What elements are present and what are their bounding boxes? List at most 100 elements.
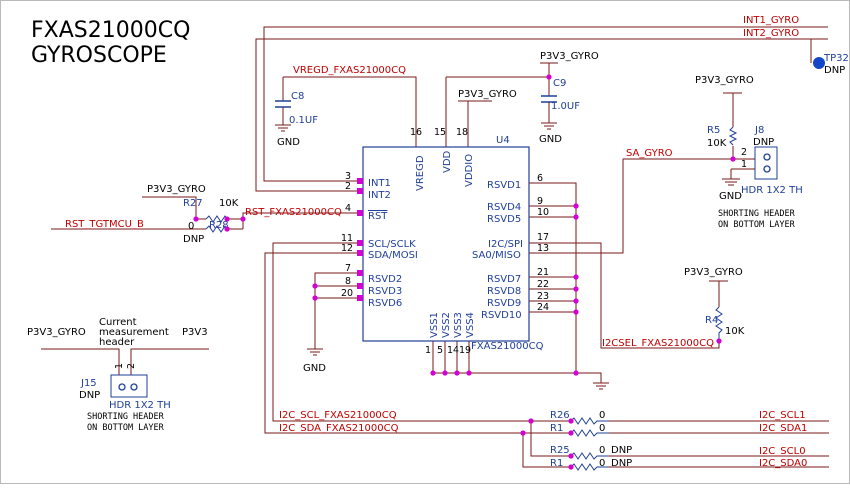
- pin-name: VSS4: [465, 312, 476, 338]
- power-p3v3-vddio: P3V3_GYRO: [458, 89, 517, 100]
- pin-num: 20: [341, 288, 353, 299]
- j8-pin1: 1: [741, 159, 747, 170]
- net-label-scl1: I2C_SCL1: [759, 410, 806, 421]
- resistor-r4[interactable]: R4 10K: [705, 306, 745, 341]
- current-note-line1: Current: [99, 317, 137, 328]
- pin-name: RSVD8: [487, 286, 521, 297]
- pin-name: RSVD4: [487, 202, 521, 213]
- pin-num: 14: [447, 345, 459, 356]
- pin-num: 22: [537, 279, 549, 290]
- c8-value: 0.1UF: [289, 115, 318, 126]
- pin-num: 24: [537, 302, 549, 313]
- r28-dnp: DNP: [183, 234, 204, 245]
- pin-num: 7: [345, 263, 351, 274]
- net-label-int2: INT2_GYRO: [743, 28, 799, 39]
- pin-num: 21: [537, 267, 549, 278]
- resistor-r28[interactable]: R28 0 DNP: [183, 220, 229, 245]
- r27-value: 10K: [219, 198, 239, 209]
- j15-type: HDR 1X2 TH: [109, 400, 171, 411]
- current-note-line2: measurement: [99, 327, 169, 338]
- power-p3v3-j15: P3V3_GYRO: [27, 327, 86, 338]
- header-j8[interactable]: 2 1 J8 DNP HDR 1X2 TH: [741, 125, 803, 196]
- gnd-label-j8: GND: [719, 191, 742, 202]
- pin-name: INT2: [368, 190, 391, 201]
- resistor-r27[interactable]: R27 10K: [183, 198, 239, 223]
- junction-dots: [193, 74, 736, 470]
- c9-ref: C9: [553, 78, 566, 89]
- net-label-sa: SA_GYRO: [626, 148, 673, 159]
- pin-num: 10: [537, 207, 549, 218]
- ic-top-pins: 16 VREGD 15 VDD 18 VDDIO: [410, 127, 475, 191]
- pin-num: 19: [459, 345, 471, 356]
- r25-dnp: DNP: [611, 445, 632, 456]
- pin-name: RSVD10: [481, 310, 522, 321]
- resistor-leads: [549, 420, 571, 468]
- r5-value: 10K: [707, 138, 727, 149]
- ic-part: FXAS21000CQ: [471, 341, 544, 352]
- r27-ref: R27: [183, 198, 203, 209]
- j15-pin2: 2: [126, 363, 137, 369]
- pin-name: VSS2: [441, 312, 452, 338]
- ic-ref: U4: [496, 135, 510, 146]
- j8-dnp: DNP: [753, 137, 774, 148]
- pin-name: RSVD1: [487, 180, 521, 191]
- net-label-sda1: I2C_SDA1: [759, 423, 807, 434]
- resistor-r1b[interactable]: R1 0 DNP: [550, 458, 632, 471]
- resistor-r26[interactable]: R26 0: [550, 410, 609, 425]
- r1a-value: 0: [599, 423, 605, 434]
- tp32-dnp: DNP: [824, 65, 845, 76]
- net-label-rst-mcu: RST_TGTMCU_B: [65, 219, 144, 230]
- net-label-int1: INT1_GYRO: [743, 15, 799, 26]
- wires: [51, 26, 829, 468]
- r25-value: 0: [599, 445, 605, 456]
- capacitor-c8[interactable]: C8 0.1UF: [275, 91, 318, 126]
- pin-name: SA0/MISO: [472, 250, 521, 261]
- net-label-sda0: I2C_SDA0: [759, 458, 807, 469]
- pin-name: RSVD7: [487, 274, 521, 285]
- pin-num: 23: [537, 291, 549, 302]
- power-p3v3-r27: P3V3_GYRO: [147, 184, 206, 195]
- pin-name: RSVD2: [368, 274, 402, 285]
- pin-num: 13: [537, 243, 549, 254]
- header-j15[interactable]: 1 2 J15 DNP HDR 1X2 TH: [79, 363, 171, 411]
- resistor-r1a[interactable]: R1 0: [550, 423, 609, 437]
- pin-num: 1: [425, 345, 431, 356]
- gnd-label-c8: GND: [277, 137, 300, 148]
- r28-ref: R28: [209, 220, 229, 231]
- pin-num: 5: [437, 345, 443, 356]
- testpoint-tp32[interactable]: TP32 DNP: [813, 53, 849, 76]
- pin-name: SDA/MOSI: [368, 250, 418, 261]
- j15-ref: J15: [80, 378, 97, 389]
- gnd-label-rsvd: GND: [303, 363, 326, 374]
- pin-num: 12: [341, 243, 353, 254]
- j8-pin2: 2: [741, 147, 747, 158]
- pin-name: VDD: [442, 150, 453, 173]
- net-label-scl: I2C_SCL_FXAS21000CQ: [279, 410, 397, 421]
- c8-ref: C8: [291, 91, 304, 102]
- j15-note-line2: ON BOTTOM LAYER: [87, 423, 165, 433]
- power-symbols: [41, 62, 742, 350]
- pin-name: VSS3: [453, 312, 464, 338]
- pin-name: SCL/SCLK: [368, 239, 416, 250]
- ic-u4[interactable]: U4 FXAS21000CQ 3 INT1 2 INT2 4 RST 11 SC…: [341, 127, 549, 356]
- pin-num: 6: [537, 173, 543, 184]
- capacitor-c9[interactable]: C9 1.0UF: [541, 78, 580, 112]
- net-label-vregd: VREGD_FXAS21000CQ: [293, 65, 406, 76]
- j15-pin1: 1: [114, 363, 125, 369]
- net-label-rst: RST_FXAS21000CQ: [245, 207, 342, 218]
- pin-name: RST: [368, 211, 388, 222]
- resistor-r5[interactable]: R5 10K: [707, 125, 738, 149]
- resistor-r25[interactable]: R25 0 DNP: [550, 445, 632, 460]
- pin-name: RSVD3: [368, 286, 402, 297]
- pin-num: 4: [345, 203, 351, 214]
- pin-num: 16: [410, 127, 422, 138]
- r1b-value: 0: [599, 458, 605, 469]
- pin-name: INT1: [368, 178, 391, 189]
- net-label-i2csel: I2CSEL_FXAS21000CQ: [602, 338, 714, 349]
- j8-note-line2: ON BOTTOM LAYER: [718, 220, 796, 230]
- power-p3v3-c9: P3V3_GYRO: [540, 51, 599, 62]
- power-p3v3-r5: P3V3_GYRO: [695, 75, 754, 86]
- pin-num: 2: [345, 181, 351, 192]
